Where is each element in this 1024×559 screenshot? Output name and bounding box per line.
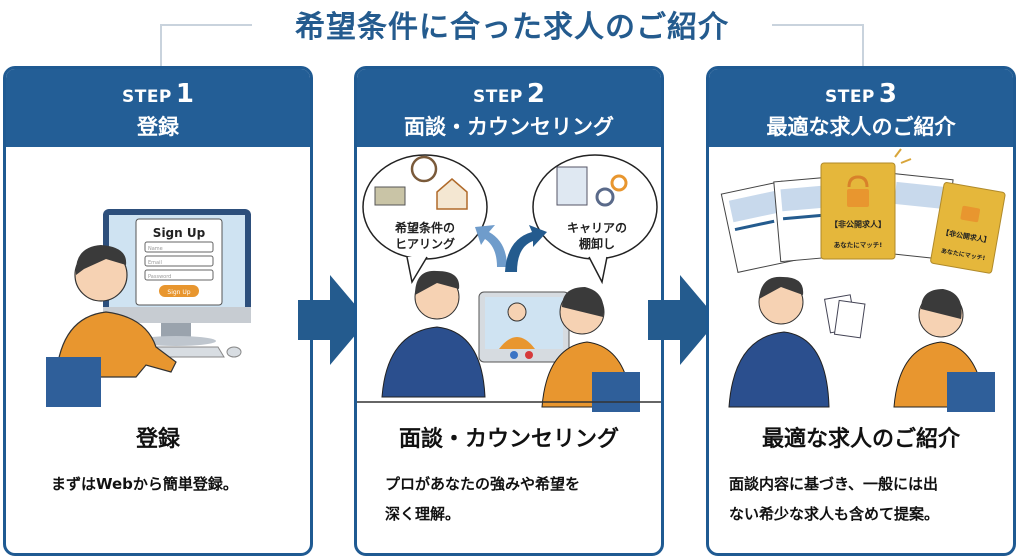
match-label: あなたにマッチ!	[834, 240, 883, 249]
step-heading: 面談・カウンセリング	[398, 427, 619, 452]
step-label: STEP	[472, 87, 523, 107]
step-description: プロがあなたの強みや希望を 深く理解。	[357, 469, 661, 529]
advisor	[728, 331, 830, 408]
gear-icon	[595, 187, 615, 207]
money-icon	[374, 186, 406, 206]
split-arrow-right	[505, 225, 547, 272]
house-icon	[436, 178, 468, 210]
bubble-left-line1: 希望条件の	[394, 220, 455, 235]
step-number: 1	[175, 79, 194, 109]
form-field-email: Email	[148, 260, 162, 266]
step-number: 3	[878, 79, 897, 109]
step-title: 最適な求人のご紹介	[766, 115, 956, 139]
split-arrow-left	[475, 225, 507, 267]
signup-illustration: Sign Up Name Email Password Sign Up	[6, 147, 310, 417]
unlock-icon	[847, 189, 869, 207]
page-title: 希望条件に合った求人のご紹介	[295, 10, 729, 45]
description-line: まずはWebから簡単登録。	[51, 475, 238, 493]
description-line: プロがあなたの強みや希望を	[385, 475, 581, 493]
bubble-left-line2: ヒアリング	[395, 236, 455, 251]
bubble-right-line1: キャリアの	[567, 221, 627, 235]
step-title: 登録	[137, 115, 179, 139]
next-step-arrow	[648, 270, 718, 370]
step-label: STEP	[121, 87, 172, 107]
secret-job-label: 【非公開求人】	[830, 219, 886, 229]
step-heading: 最適な求人のご紹介	[761, 427, 960, 452]
clock-icon	[410, 155, 438, 183]
step-description: 面談内容に基づき、一般には出 ない希少な求人も含めて提案。	[709, 469, 1013, 529]
resume-icon	[556, 166, 588, 206]
secret-job-card	[820, 162, 896, 260]
step-description: まずはWebから簡単登録。	[6, 469, 310, 499]
next-step-arrow	[298, 270, 368, 370]
description-line: 面談内容に基づき、一般には出	[729, 475, 938, 493]
description-line: ない希少な求人も含めて提案。	[729, 505, 940, 523]
title-bracket-right	[772, 24, 864, 66]
step-title: 面談・カウンセリング	[404, 115, 614, 139]
form-field-password: Password	[148, 274, 171, 280]
form-field-name: Name	[148, 246, 163, 252]
step-label: STEP	[824, 87, 875, 107]
counseling-illustration: 希望条件の ヒアリング キャリアの 棚卸し	[357, 147, 661, 417]
form-signup-button: Sign Up	[167, 289, 190, 296]
counselor	[381, 326, 486, 398]
gear-icon	[610, 174, 628, 192]
description-line: 深く理解。	[385, 505, 461, 523]
chair	[46, 357, 101, 407]
form-title: Sign Up	[153, 226, 206, 240]
step-number: 2	[526, 79, 545, 109]
step-heading: 登録	[135, 427, 180, 452]
job-intro-illustration: 【非公開求人】 あなたにマッチ! 【非公開求人】 あなたにマッチ!	[709, 147, 1013, 417]
bubble-right-line2: 棚卸し	[579, 236, 615, 251]
title-bracket-left	[160, 24, 252, 66]
